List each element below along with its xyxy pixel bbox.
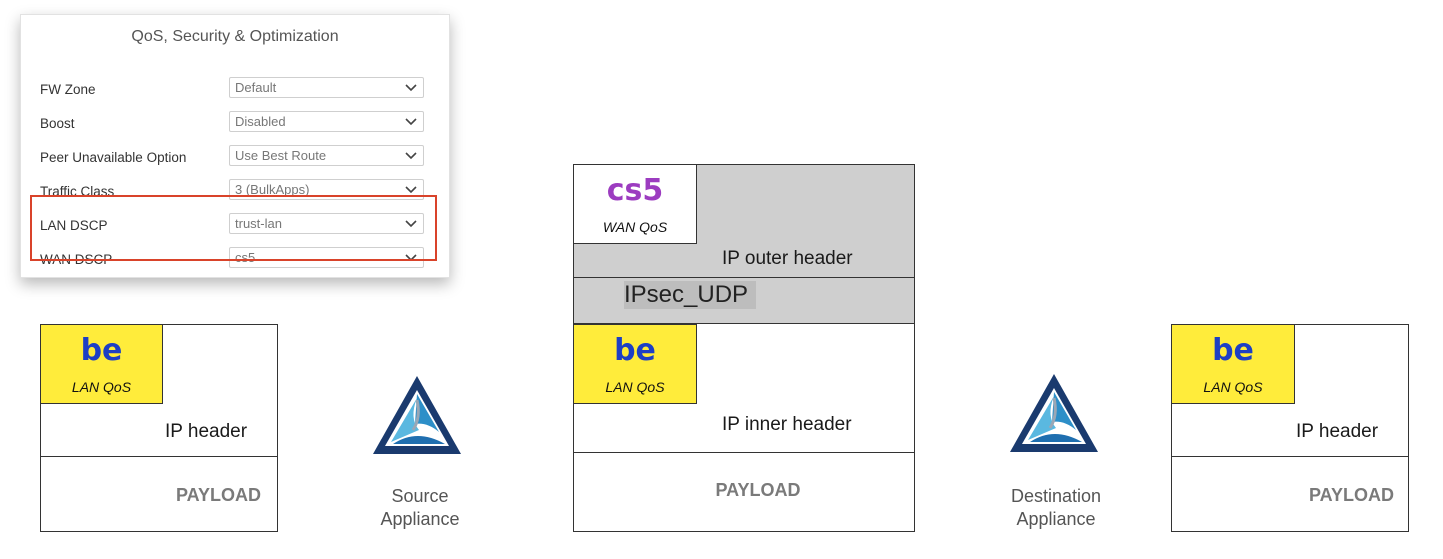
lan-dscp-select[interactable]: trust-lan (229, 213, 424, 234)
qos-settings-panel: QoS, Security & Optimization FW Zone Def… (20, 14, 450, 278)
destination-appliance-line2: Appliance (1016, 509, 1096, 529)
destination-lan-dscp-code: be (1212, 333, 1254, 368)
boost-value: Disabled (235, 114, 286, 129)
traffic-class-label: Traffic Class (40, 184, 115, 199)
destination-payload: PAYLOAD (1308, 485, 1394, 505)
ip-inner-header: IP inner header (722, 414, 852, 435)
source-divider (41, 456, 277, 457)
source-appliance-label: Source Appliance (360, 485, 480, 531)
lan-dscp-value: trust-lan (235, 216, 282, 231)
wan-dscp-select[interactable]: cs5 (229, 247, 424, 268)
destination-ip-header: IP header (1296, 421, 1379, 442)
chevron-down-icon (405, 220, 417, 228)
source-lan-qos-tag: be LAN QoS (40, 324, 163, 404)
fw-zone-label: FW Zone (40, 82, 96, 97)
peer-unavailable-value: Use Best Route (235, 148, 327, 163)
fw-zone-select[interactable]: Default (229, 77, 424, 98)
traffic-class-value: 3 (BulkApps) (235, 182, 310, 197)
tunnel-lan-qos-tag: be LAN QoS (573, 324, 697, 404)
destination-appliance-label: Destination Appliance (986, 485, 1126, 531)
chevron-down-icon (405, 152, 417, 160)
source-appliance-line1: Source (391, 486, 449, 506)
destination-appliance-line1: Destination (1010, 486, 1102, 506)
peer-unavailable-select[interactable]: Use Best Route (229, 145, 424, 166)
traffic-class-select[interactable]: 3 (BulkApps) (229, 179, 424, 200)
row-traffic-class: Traffic Class 3 (BulkApps) (21, 177, 449, 207)
panel-title: QoS, Security & Optimization (131, 28, 339, 45)
tunnel-payload: PAYLOAD (715, 480, 801, 500)
tunnel-lan-qos-label: LAN QoS (605, 379, 665, 395)
row-peer-unavailable: Peer Unavailable Option Use Best Route (21, 143, 449, 173)
destination-packet: be LAN QoS IP header PAYLOAD (1171, 324, 1409, 532)
destination-appliance-logo-icon (1010, 374, 1098, 452)
source-lan-dscp-code: be (80, 333, 123, 368)
ip-outer-header: IP outer header (722, 248, 853, 269)
destination-lan-qos-tag: be LAN QoS (1171, 324, 1295, 404)
row-lan-dscp: LAN DSCP trust-lan (21, 211, 449, 241)
row-boost: Boost Disabled (21, 109, 449, 139)
source-ip-header: IP header (165, 421, 248, 442)
wan-dscp-label: WAN DSCP (40, 252, 113, 267)
destination-lan-qos-label: LAN QoS (1203, 379, 1263, 395)
source-payload: PAYLOAD (175, 485, 261, 505)
row-fw-zone: FW Zone Default (21, 75, 449, 105)
fw-zone-value: Default (235, 80, 277, 95)
ipsec-divider (574, 323, 914, 324)
outer-divider (574, 277, 914, 278)
source-packet: be LAN QoS IP header PAYLOAD (40, 324, 278, 532)
lan-dscp-label: LAN DSCP (40, 218, 108, 233)
chevron-down-icon (405, 84, 417, 92)
chevron-down-icon (405, 186, 417, 194)
boost-label: Boost (40, 116, 75, 131)
wan-qos-label: WAN QoS (602, 219, 668, 235)
wan-dscp-value: cs5 (235, 250, 256, 265)
wan-qos-tag: cs5 WAN QoS (573, 164, 697, 244)
chevron-down-icon (405, 254, 417, 262)
source-lan-qos-label: LAN QoS (71, 379, 132, 395)
chevron-down-icon (405, 118, 417, 126)
row-wan-dscp: WAN DSCP cs5 (21, 245, 449, 275)
tunnel-packet: cs5 WAN QoS IP outer header IPsec_UDP be… (573, 164, 915, 532)
inner-divider (574, 452, 914, 453)
source-appliance-line2: Appliance (380, 509, 460, 529)
ipsec-udp-header: IPsec_UDP (624, 281, 757, 309)
peer-unavailable-label: Peer Unavailable Option (40, 150, 187, 165)
source-appliance-logo-icon (373, 376, 461, 454)
wan-dscp-code: cs5 (606, 173, 664, 208)
boost-select[interactable]: Disabled (229, 111, 424, 132)
destination-divider (1172, 456, 1408, 457)
tunnel-lan-dscp-code: be (614, 333, 656, 368)
